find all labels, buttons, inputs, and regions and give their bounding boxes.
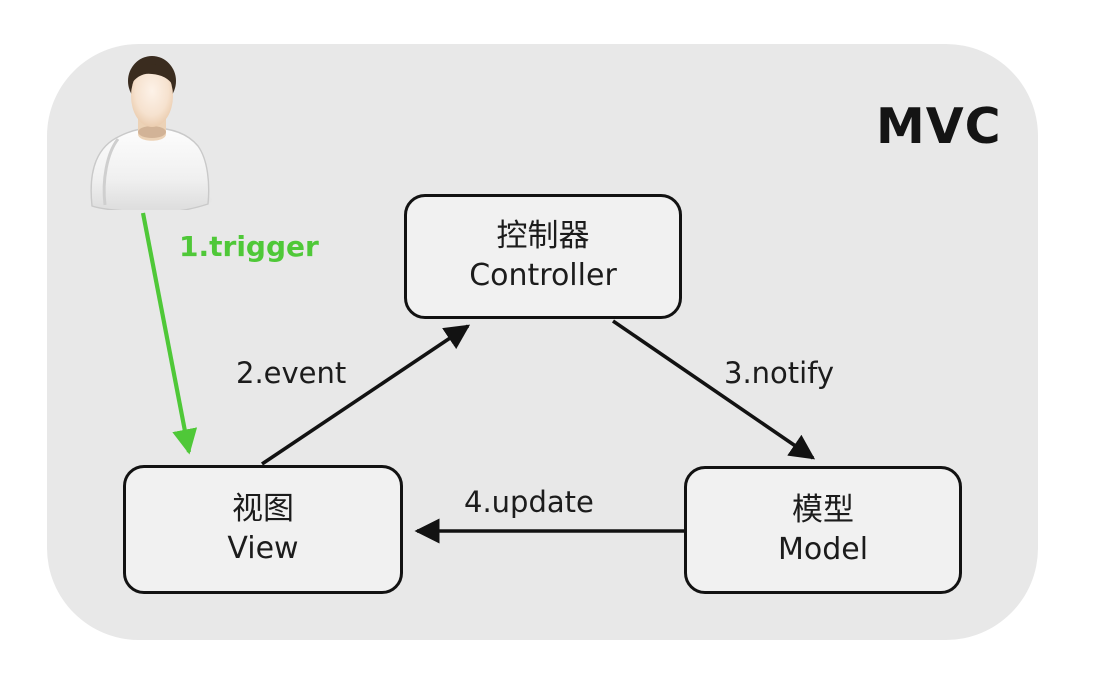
avatar-hairline <box>131 64 173 85</box>
avatar-torso <box>90 127 210 210</box>
event-label: 2.event <box>236 356 347 390</box>
view-label-zh: 视图 <box>232 491 294 528</box>
update-label: 4.update <box>464 485 594 519</box>
model-label-zh: 模型 <box>792 491 854 528</box>
avatar-face <box>131 65 173 127</box>
avatar-neck-shadow <box>138 126 166 138</box>
notify-label: 3.notify <box>724 356 835 390</box>
avatar-arm-crease <box>102 138 120 206</box>
trigger-label: 1.trigger <box>179 230 319 263</box>
model-node: 模型 Model <box>684 466 962 594</box>
view-node: 视图 View <box>123 465 403 594</box>
model-label-en: Model <box>777 531 869 567</box>
controller-label-zh: 控制器 <box>496 218 590 255</box>
diagram-title: MVC <box>876 98 1002 155</box>
controller-label-en: Controller <box>469 258 617 294</box>
view-label-en: View <box>227 531 299 567</box>
user-avatar-icon <box>90 56 213 210</box>
controller-node: 控制器 Controller <box>404 194 682 319</box>
